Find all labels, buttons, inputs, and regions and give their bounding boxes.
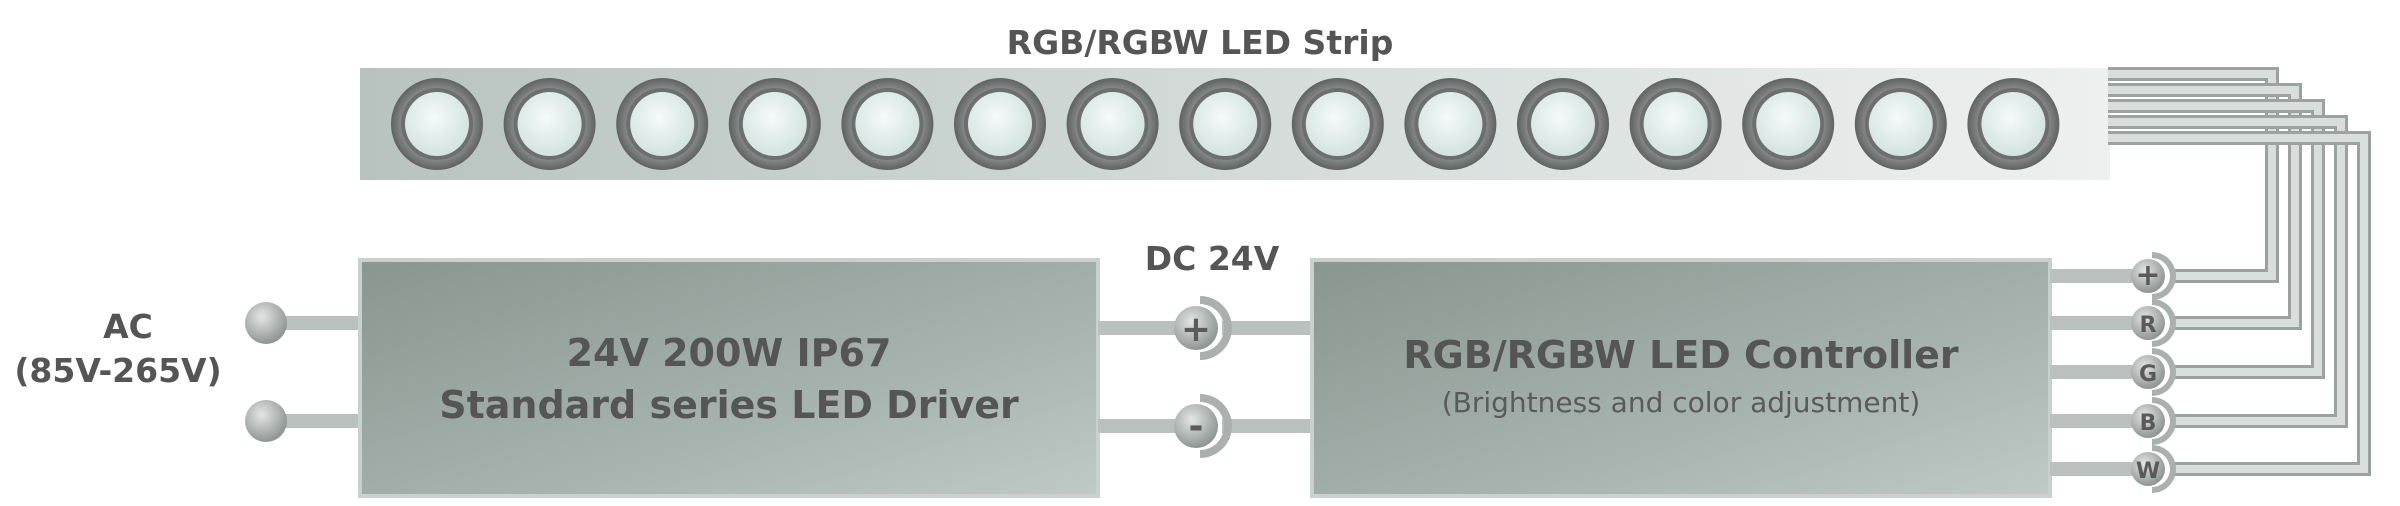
led-driver: 24V 200W IP67 Standard series LED Driver: [358, 258, 1100, 498]
terminal-stub-4: [2050, 414, 2132, 428]
terminal-stub-3: [2050, 365, 2132, 379]
terminal-stub-2: [2050, 316, 2132, 330]
controller-subtitle: (Brightness and color adjustment): [1442, 386, 1921, 419]
terminal-stub-1: [2050, 269, 2132, 283]
dc-output: DC 24V + -: [1098, 239, 1314, 458]
ac-terminal-top: [245, 302, 287, 344]
ac-input: AC (85V-265V): [14, 302, 364, 442]
terminal-G: G: [2131, 348, 2176, 396]
terminal-W: W: [2131, 445, 2176, 493]
led-10: [1404, 78, 1497, 170]
strip-feed-wires: [2108, 67, 2371, 476]
ac-label: AC: [103, 307, 153, 346]
led-controller: RGB/RGBW LED Controller (Brightness and …: [1310, 258, 2052, 498]
terminal-label-3: G: [2139, 362, 2157, 387]
controller-box: [1310, 258, 2052, 498]
ac-wire-top: [268, 316, 364, 330]
controller-terminals: + RGBW: [2050, 252, 2176, 493]
dc-wire-plus-left: [1098, 321, 1178, 335]
terminal-+: +: [2131, 252, 2176, 300]
ac-terminal-bottom: [245, 400, 287, 442]
terminal-B: B: [2131, 397, 2176, 445]
led-row: [391, 78, 2060, 170]
led-11: [1517, 78, 1609, 170]
dc-plus-sign: +: [1181, 309, 1211, 350]
terminal-label-5: W: [2136, 459, 2160, 484]
led-3: [616, 78, 709, 170]
driver-line-2: Standard series LED Driver: [439, 383, 1019, 427]
dc-wire-plus-right: [1222, 321, 1314, 335]
led-2: [503, 78, 596, 170]
driver-line-1: 24V 200W IP67: [567, 331, 892, 375]
strip-title: RGB/RGBW LED Strip: [1007, 23, 1394, 62]
terminal-label-4: B: [2140, 411, 2157, 436]
ac-range: (85V-265V): [14, 351, 221, 390]
led-13: [1742, 78, 1835, 170]
dc-plus-terminal: +: [1174, 296, 1232, 360]
led-15: [1967, 78, 2060, 170]
terminal-stub-5: [2050, 462, 2132, 476]
led-strip: RGB/RGBW LED Strip: [360, 23, 2110, 180]
dc-label: DC 24V: [1145, 239, 1280, 278]
terminal-label-2: R: [2140, 313, 2157, 338]
dc-wire-minus-right: [1222, 419, 1314, 433]
dc-wire-minus-left: [1098, 419, 1178, 433]
driver-box: [358, 258, 1100, 498]
led-4: [728, 78, 821, 170]
ac-wire-bottom: [268, 414, 364, 428]
led-7: [1066, 78, 1159, 170]
led-9: [1291, 78, 1384, 170]
dc-minus-terminal: -: [1174, 394, 1232, 458]
led-5: [841, 78, 934, 170]
terminal-R: R: [2131, 299, 2176, 347]
dc-minus-sign: -: [1189, 406, 1204, 447]
led-12: [1629, 78, 1722, 170]
led-1: [391, 78, 483, 170]
terminal-label-1: +: [2135, 258, 2160, 293]
led-6: [954, 78, 1046, 170]
led-14: [1854, 78, 1947, 170]
led-8: [1179, 78, 1272, 170]
controller-title: RGB/RGBW LED Controller: [1403, 333, 1959, 377]
